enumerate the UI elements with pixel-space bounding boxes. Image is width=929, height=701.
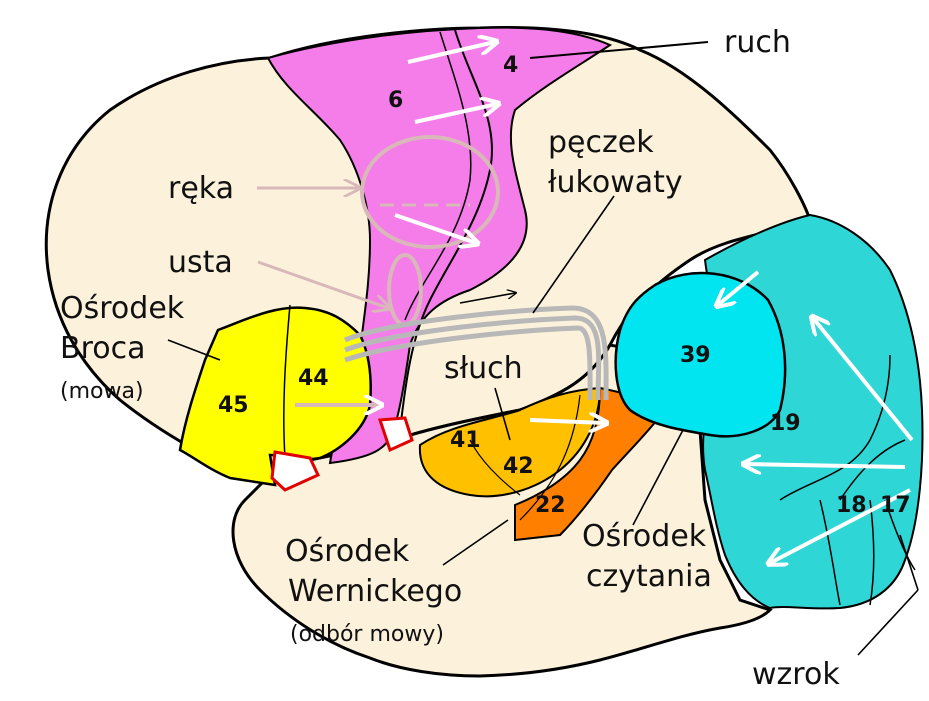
area-44-number: 44: [298, 366, 329, 391]
label-wernicke-3: (odbór mowy): [290, 622, 444, 647]
area-18-number: 18: [836, 493, 867, 518]
area-45-number: 45: [218, 393, 249, 418]
label-czytania-1: Ośrodek: [582, 519, 707, 554]
area-4-number: 4: [503, 53, 518, 78]
label-usta: usta: [168, 245, 233, 280]
label-sluch: słuch: [444, 351, 523, 386]
label-broca-1: Ośrodek: [60, 291, 185, 326]
label-reka: ręka: [168, 171, 234, 206]
area-22-number: 22: [535, 493, 566, 518]
area-41-number: 41: [450, 428, 481, 453]
area-19-number: 19: [770, 411, 801, 436]
label-czytania-2: czytania: [586, 559, 712, 594]
area-17-number: 17: [880, 493, 911, 518]
area-42-number: 42: [503, 454, 534, 479]
label-ruch: ruch: [724, 25, 791, 60]
label-peczek-2: łukowaty: [548, 165, 683, 200]
label-broca-3: (mowa): [60, 379, 144, 404]
label-wernicke-1: Ośrodek: [285, 534, 410, 569]
label-broca-2: Broca: [60, 331, 146, 366]
area-39-number: 39: [680, 343, 711, 368]
area-6-number: 6: [388, 88, 403, 113]
label-wernicke-2: Wernickego: [288, 574, 462, 609]
label-wzrok: wzrok: [752, 657, 840, 692]
label-peczek-1: pęczek: [548, 125, 654, 160]
